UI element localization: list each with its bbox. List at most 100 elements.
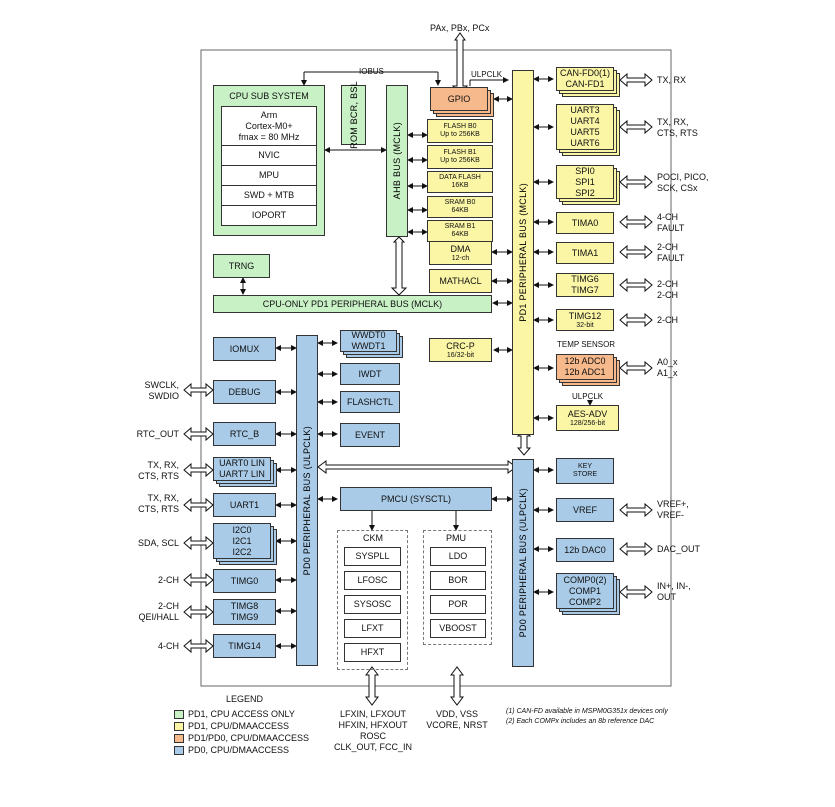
legend-label-pd1-cpu-only: PD1, CPU ACCESS ONLY (188, 709, 295, 719)
flash-b1-l1: FLASH B1 (443, 149, 477, 156)
timg8-9-block: TIMG8 TIMG9 (213, 599, 276, 625)
hfxt-block: HFXT (344, 643, 401, 662)
vref-pins-2: VREF- (657, 510, 684, 520)
timg0-block: TIMG0 (213, 569, 276, 593)
timg6-label: TIMG6 (571, 274, 599, 284)
temp-sensor-label: TEMP SENSOR (557, 340, 616, 349)
legend-title: LEGEND (226, 694, 264, 704)
crc-l1: CRC-P (446, 340, 475, 351)
legend-label-pd1-pd0-dma: PD1/PD0, CPU/DMAACCESS (188, 733, 310, 743)
footnote-1: (1) CAN-FD available in MSPM0G351x devic… (506, 708, 668, 715)
tima0-block: TIMA0 (556, 212, 614, 234)
clk-pins-4: CLK_OUT, FCC_IN (333, 742, 413, 752)
port-pins-label: PAx, PBx, PCx (430, 23, 490, 33)
rom-label: ROM (348, 127, 359, 149)
legend-swatch-pd1-pd0-dma (174, 734, 184, 743)
crc-l2: 16/32-bit (446, 351, 475, 359)
uart0-7-pins-1: TX, RX, (147, 460, 179, 470)
bor-block: BOR (430, 571, 486, 590)
pd0-peripheral-bus-left: PD0 PERIPHERAL BUS (ULPCLK) (296, 335, 318, 666)
vref-block: VREF (556, 498, 614, 522)
debug-block: DEBUG (213, 380, 276, 404)
can-fd-block: CAN-FD0(1) CAN-FD1 (556, 67, 614, 91)
gpio-block: GPIO (430, 87, 488, 111)
uart0-7-lin-block: UART0 LIN UART7 LIN (213, 457, 271, 481)
flash-b0-l2: Up to 256KB (440, 131, 480, 138)
legend-swatch-pd1-dma (174, 722, 184, 731)
adc-block: 12b ADC0 12b ADC1 (556, 354, 614, 380)
timg14-pins: 4-CH (157, 641, 179, 651)
dac-pins: DAC_OUT (657, 544, 701, 554)
uart4-label: UART4 (570, 116, 600, 126)
syspll-block: SYSPLL (344, 547, 401, 566)
ldo-block: LDO (430, 547, 486, 566)
i2c1-label: I2C1 (232, 535, 252, 546)
timg8-9-pins-2: QEI/HALL (138, 612, 179, 622)
mpu-block: MPU (221, 166, 317, 186)
uart0-lin-label: UART0 LIN (219, 458, 265, 468)
flash-b1-block: FLASH B1 Up to 256KB (427, 145, 493, 169)
timg6-7-pins-2: 2-CH (657, 290, 679, 300)
vref-pins-1: VREF+, (657, 499, 689, 509)
timg6-7-pins-1: 2-CH (657, 279, 679, 289)
flash-b1-l2: Up to 256KB (440, 157, 480, 164)
cpu-core-line2: Cortex-M0+ (245, 120, 293, 131)
legend-swatch-pd1-cpu-only (174, 710, 184, 719)
sram-b1-block: SRAM B1 64KB (427, 220, 493, 242)
adc0-label: 12b ADC0 (564, 356, 606, 366)
cpu-core-line3: fmax = 80 MHz (238, 131, 300, 142)
uart0-7-pins-2: CTS, RTS (138, 471, 179, 481)
dma-l2: 12-ch (451, 254, 470, 262)
timg7-label: TIMG7 (571, 285, 599, 295)
legend-label-pd0-dma: PD0, CPU/DMAACCESS (188, 745, 290, 755)
spi-block: SPI0 SPI1 SPI2 (556, 165, 614, 199)
tima1-pins-2: FAULT (657, 253, 685, 263)
keystore-l2: STORE (573, 471, 597, 478)
lfosc-block: LFOSC (344, 571, 401, 590)
rom-block: ROM BCR, BSL (341, 81, 366, 149)
spi1-label: SPI1 (575, 176, 595, 187)
cpu-subsystem: CPU SUB SYSTEM Arm Cortex-M0+ fmax = 80 … (213, 85, 325, 236)
iwdt-block: IWDT (340, 363, 400, 385)
wwdt-block: WWDT0 WWDT1 (340, 330, 397, 352)
cpu-core: Arm Cortex-M0+ fmax = 80 MHz (221, 106, 317, 146)
timg9-label: TIMG9 (230, 612, 259, 622)
aes-l1: AES-ADV (567, 408, 608, 419)
legend-swatch-pd0-dma (174, 746, 184, 755)
i2c2-label: I2C2 (232, 546, 252, 557)
spi2-label: SPI2 (575, 187, 595, 198)
tima1-block: TIMA1 (556, 242, 614, 264)
pd0-bus-right-label: PD0 PERIPHERAL BUS (ULPCLK) (518, 488, 528, 638)
mathacl-block: MATHACL (429, 269, 492, 293)
rtc-pins: RTC_OUT (136, 429, 179, 439)
timg12-pins: 2-CH (657, 315, 679, 325)
flash-b0-l1: FLASH B0 (443, 123, 477, 130)
trng-block: TRNG (213, 254, 270, 278)
tima0-pins-2: FAULT (657, 223, 685, 233)
pwr-pins-1: VDD, VSS (435, 709, 478, 719)
adc1-label: 12b ADC1 (564, 367, 606, 377)
crc-p-block: CRC-P 16/32-bit (429, 338, 492, 362)
rom-sub: BCR, BSL (348, 81, 359, 125)
timg14-block: TIMG14 (213, 634, 276, 658)
key-store-block: KEY STORE (556, 458, 614, 484)
pmu-title: PMU (446, 533, 466, 543)
tima0-pins-1: 4-CH (657, 212, 679, 222)
aes-adv-block: AES-ADV 128/256-bit (556, 405, 619, 431)
sram-b0-l2: 64KB (451, 207, 469, 214)
adc0-pins: A0_x (657, 357, 678, 367)
pd1-bus-label: PD1 PERIPHERAL BUS (MCLK) (518, 183, 528, 322)
comp1-label: COMP1 (568, 585, 601, 596)
ioport-block: IOPORT (221, 206, 317, 226)
flashctl-block: FLASHCTL (340, 391, 400, 413)
event-block: EVENT (340, 423, 400, 447)
timg8-label: TIMG8 (230, 601, 259, 611)
uart3-6-pins-2: CTS, RTS (657, 128, 698, 138)
uart1-pins-2: CTS, RTS (138, 504, 179, 514)
data-flash-block: DATA FLASH 16KB (427, 171, 493, 193)
rtc-b-block: RTC_B (213, 422, 276, 446)
can-fd-l2: CAN-FD1 (565, 79, 605, 89)
timg12-block: TIMG12 32-bit (556, 309, 614, 331)
cpu-core-line1: Arm (260, 109, 278, 120)
